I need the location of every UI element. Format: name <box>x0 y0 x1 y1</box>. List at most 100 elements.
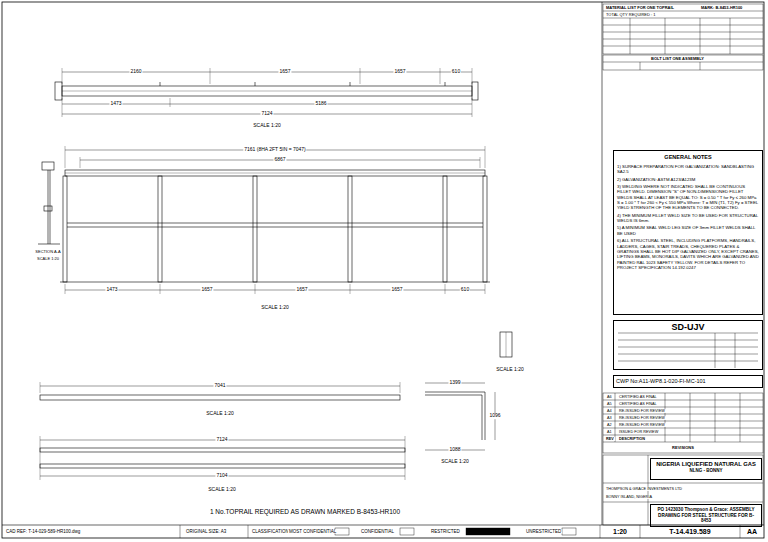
notes-box: GENERAL NOTES1) SURFACE PREPARATION FOR … <box>613 150 763 315</box>
drawing-label: ORIGINAL SIZE: A3 <box>185 529 227 534</box>
box-text: NLNG - BONNY <box>653 468 759 474</box>
section-view-line <box>48 170 49 244</box>
title-tables-line <box>715 333 716 368</box>
dimension: 1657 <box>393 69 406 75</box>
drawing-label: MARK: B-8453-HR100 <box>700 5 743 9</box>
drawing-label: BONNY ISLAND, NIGERIA <box>605 495 653 499</box>
rail-view <box>40 436 405 480</box>
plan-view-line <box>62 91 472 92</box>
elevation-view-line <box>160 284 161 294</box>
dimension: 7041 <box>213 383 226 389</box>
drawing-label: 7161 (8HA 2FT 5IN = 7047) <box>243 147 306 153</box>
detail-view-line <box>425 392 485 440</box>
plan-view-line <box>55 82 62 100</box>
title-tables-line <box>618 340 758 341</box>
drawing-label: CERTIFIED AS FINAL <box>618 394 658 398</box>
title-tables-line <box>700 62 701 70</box>
bottom-strip-line <box>466 528 510 535</box>
dimension: 5186 <box>314 101 327 107</box>
elevation-view-line <box>60 282 490 283</box>
title-tables-line <box>630 18 631 54</box>
elevation-view-line <box>67 227 483 228</box>
box-text: 3) WELDING WHERE NOT INDICATED SHALL BE … <box>617 184 759 211</box>
bottom-strip-line <box>180 525 181 538</box>
bar-view-line <box>40 395 400 400</box>
title-tables-line <box>715 393 716 442</box>
bottom-strip-line <box>640 525 641 538</box>
plan-view-line <box>445 82 446 86</box>
dimension: 1657 <box>295 287 308 293</box>
title-tables-line <box>618 333 758 334</box>
title-tables-line <box>618 361 758 362</box>
title-tables-line <box>603 4 763 54</box>
box-text: 4) THE MINIMUM FILLET WELD SIZE TO BE US… <box>617 213 759 224</box>
title-tables-line <box>603 400 763 401</box>
dimension: 2160 <box>129 69 142 75</box>
drawing-label: RESTRICTED <box>430 529 461 534</box>
bar-view-line <box>400 382 401 393</box>
elevation-view-line <box>443 176 447 282</box>
plan-view <box>55 68 478 117</box>
drawing-label: CERTIFIED AS FINAL <box>618 401 658 405</box>
elevation-view-line <box>65 290 485 291</box>
title-tables-line <box>603 393 763 453</box>
drawing-label: SCALE 1:20 <box>207 487 237 493</box>
box-heading: CWP No:A11-WP8.1-020-FI-MC-101 <box>616 378 760 385</box>
section-view <box>38 162 60 244</box>
elevation-view-line <box>63 176 67 282</box>
bottom-strip-line <box>400 528 414 535</box>
drawing-label: A1 <box>606 429 613 433</box>
box-heading: PO 1423030 Thompson & Grace: ASSEMBLY DR… <box>653 507 759 524</box>
drawing-label: MOST CONFIDENTIAL <box>288 529 337 534</box>
drawing-label: TOTAL QTY REQUIRED : 1 <box>605 12 656 16</box>
bar-view-line <box>40 382 41 393</box>
drawing-label: SCALE 1:20 <box>495 367 525 373</box>
dimension: 7124 <box>215 437 228 443</box>
drawing-label: BOLT LIST ONE ASSEMBLY <box>650 56 705 60</box>
plan-view-line <box>160 82 161 86</box>
elevation-view-line <box>65 284 66 294</box>
box-text: 6) ALL STRUCTURAL STEEL, INCLUDING PLATF… <box>617 238 759 270</box>
drawing-label: RE-ISSUED FOR REVIEW <box>618 422 666 426</box>
title-tables-line <box>603 414 763 415</box>
plan-view-line <box>360 68 361 84</box>
drawing-label: THOMPSON & GRACE INVESTMENTS LTD <box>605 487 683 491</box>
section-view-line <box>42 162 54 170</box>
plan-view-line <box>440 68 441 84</box>
elevation-view-line <box>445 284 446 294</box>
drawing-label: A4 <box>606 408 613 412</box>
approval-box: SD-UJV <box>613 320 763 370</box>
plan-view-line <box>62 98 63 117</box>
plan-view-line <box>472 98 473 117</box>
section-view-line <box>44 206 52 211</box>
cwp-box: CWP No:A11-WP8.1-020-FI-MC-101 <box>613 375 763 388</box>
title-tables-line <box>603 483 763 484</box>
plan-view-line <box>62 68 63 84</box>
elevation-view-line <box>65 170 485 176</box>
drawing-label: T-14.419.589 <box>668 528 711 536</box>
drawing-label: RE-ISSUED FOR REVIEW <box>618 408 666 412</box>
title-tables-line <box>603 25 763 26</box>
drawing-label: REV <box>605 436 615 440</box>
detail-view-line <box>425 395 482 440</box>
drawing-label: RE-ISSUED FOR REVIEW <box>618 415 666 419</box>
elevation-view-line <box>348 176 352 282</box>
drawing-label: AA <box>746 528 758 536</box>
rail-view-line <box>40 436 41 480</box>
dimension: 1:20 <box>612 528 628 536</box>
sheet-border-line <box>602 2 603 525</box>
title-tables-line <box>603 442 763 443</box>
plan-view-line <box>472 82 478 100</box>
elevation-view-line <box>255 284 256 294</box>
elevation-view-line <box>485 146 486 168</box>
title-tables-line <box>640 62 641 70</box>
elevation-view-line <box>485 284 486 294</box>
title-tables-line <box>603 502 763 503</box>
title-tables-line <box>603 18 763 19</box>
title-tables-line <box>603 39 763 40</box>
plan-view-line <box>170 98 171 107</box>
title-tables-line <box>603 407 763 408</box>
